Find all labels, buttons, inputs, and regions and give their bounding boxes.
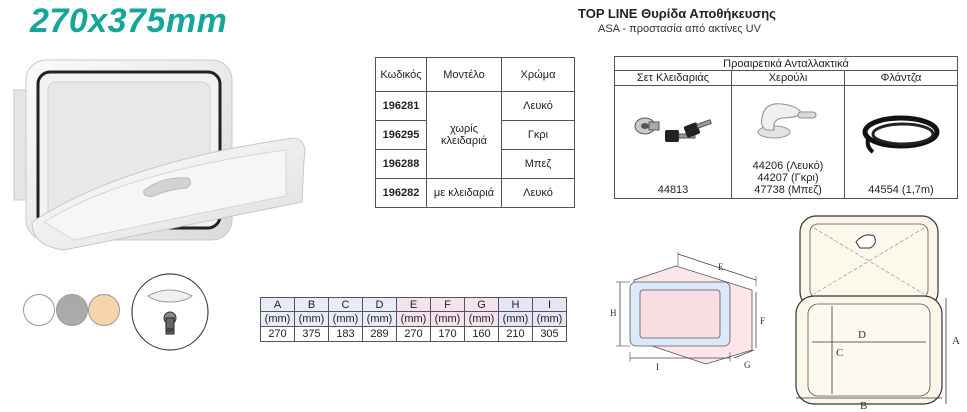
dim-value: 270 <box>396 326 431 342</box>
spares-title: Προαιρετικά Ανταλλακτικά <box>614 56 958 71</box>
dim-label-b: B <box>860 400 867 412</box>
dim-unit: (mm) <box>328 311 363 327</box>
dim-letter: I <box>532 297 567 312</box>
models-header-color: Χρώμα <box>501 57 575 92</box>
dim-value: 183 <box>328 326 363 342</box>
dim-letter: E <box>396 297 431 312</box>
dim-unit: (mm) <box>430 311 465 327</box>
spare-code: 44554 (1,7m) <box>868 184 934 196</box>
dim-letter: H <box>498 297 533 312</box>
dim-letter: F <box>430 297 465 312</box>
dim-label-g: G <box>744 360 751 370</box>
model-name: με κλειδαριά <box>426 178 502 208</box>
spare-cell-gasket: 44554 (1,7m) <box>844 85 958 199</box>
dim-value: 375 <box>294 326 329 342</box>
color-swatch-grey <box>56 294 88 326</box>
dim-label-i: I <box>656 362 659 372</box>
table-row: 196282 με κλειδαριά Λευκό <box>375 178 575 208</box>
product-subtitle: ASA - προστασία από ακτίνες UV <box>598 23 761 35</box>
model-color: Λευκό <box>501 178 575 208</box>
dim-label-h: H <box>610 308 617 318</box>
dim-unit: (mm) <box>362 311 397 327</box>
models-table: Κωδικός Μοντέλο Χρώμα 196281 χωρίς κλειδ… <box>375 57 575 208</box>
model-code: 196288 <box>375 149 427 179</box>
models-header-model: Μοντέλο <box>426 57 502 92</box>
dim-value: 289 <box>362 326 397 342</box>
size-title: 270x375mm <box>30 2 228 40</box>
product-title: TOP LINE Θυρίδα Αποθήκευσης <box>578 6 776 21</box>
dim-letter: A <box>260 297 295 312</box>
spares-table: Προαιρετικά Ανταλλακτικά Σετ Κλειδαριάς … <box>614 56 958 199</box>
handle-image <box>757 103 817 139</box>
dim-letter: B <box>294 297 329 312</box>
dim-letter: C <box>328 297 363 312</box>
table-row: 196288 Μπεζ <box>375 149 575 179</box>
spare-header-handle: Χερούλι <box>731 70 845 86</box>
dim-unit: (mm) <box>260 311 295 327</box>
color-swatch-white <box>23 294 55 326</box>
dim-value: 210 <box>498 326 533 342</box>
dim-unit: (mm) <box>396 311 431 327</box>
model-color: Λευκό <box>501 91 575 121</box>
dim-value: 170 <box>430 326 465 342</box>
dim-unit: (mm) <box>464 311 499 327</box>
dim-label-f: F <box>760 316 765 326</box>
dim-value: 270 <box>260 326 295 342</box>
lockset-image <box>634 117 712 142</box>
table-row: 196281 χωρίς κλειδαριά Λευκό <box>375 91 575 179</box>
dim-value: 160 <box>464 326 499 342</box>
dimensions-table: A B C D E F G H I (mm) (mm) (mm) (mm) (m… <box>260 297 567 342</box>
model-color: Γκρι <box>501 120 575 150</box>
hatch-product-image <box>13 59 306 251</box>
spare-code: 44207 (Γκρι) <box>757 172 819 184</box>
dim-value: 305 <box>532 326 567 342</box>
model-color: Μπεζ <box>501 149 575 179</box>
dim-label-a: A <box>952 335 960 347</box>
model-name: χωρίς κλειδαριά <box>426 91 502 179</box>
dim-label-d: D <box>858 329 866 341</box>
spare-cell-lockset: 44813 <box>614 85 732 199</box>
box-dimension-diagram: E H F I G <box>610 252 765 372</box>
spare-cell-handle: 44206 (Λευκό) 44207 (Γκρι) 47738 (Μπεζ) <box>731 85 845 199</box>
model-code: 196295 <box>375 120 427 150</box>
dim-label-e: E <box>718 262 724 272</box>
gasket-image <box>862 115 940 154</box>
spare-code: 44206 (Λευκό) <box>752 160 824 172</box>
lock-detail-image <box>131 273 209 351</box>
spare-code: 44813 <box>657 184 689 196</box>
dim-unit: (mm) <box>532 311 567 327</box>
spare-header-lockset: Σετ Κλειδαριάς <box>614 70 732 86</box>
model-code: 196282 <box>375 178 427 208</box>
model-code: 196281 <box>375 91 427 121</box>
models-header-code: Κωδικός <box>375 57 427 92</box>
dim-letter: D <box>362 297 397 312</box>
color-swatch-beige <box>88 294 120 326</box>
dim-unit: (mm) <box>294 311 329 327</box>
dim-letter: G <box>464 297 499 312</box>
hatch-dimension-diagram: D C A B <box>795 215 960 412</box>
spare-code: 47738 (Μπεζ) <box>754 184 822 196</box>
dim-label-c: C <box>836 347 843 359</box>
dim-unit: (mm) <box>498 311 533 327</box>
spare-header-gasket: Φλάντζα <box>844 70 958 86</box>
